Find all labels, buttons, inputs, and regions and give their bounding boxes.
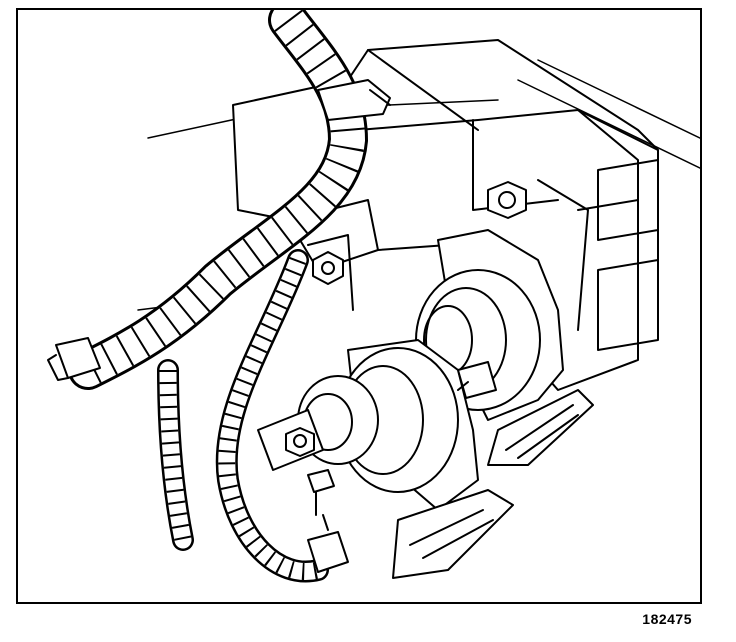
electrical-connector-icon <box>47 337 497 573</box>
wiring-harness-icon <box>68 10 391 390</box>
horn-assembly-icon <box>297 339 514 579</box>
illustration-frame <box>16 8 702 604</box>
mounting-bolt-icon <box>257 409 324 471</box>
horn-diagram <box>47 10 700 583</box>
figure-id-label: 182475 <box>642 611 692 627</box>
wiring-harness-icon <box>157 249 329 583</box>
mounting-bolt-icon <box>312 181 527 285</box>
